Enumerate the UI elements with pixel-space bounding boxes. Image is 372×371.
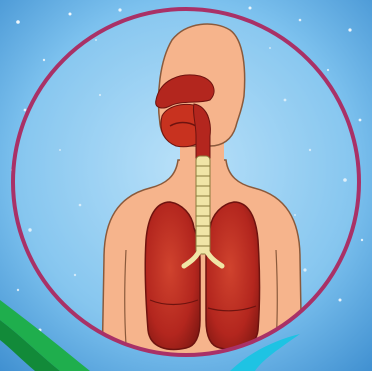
trachea xyxy=(196,156,210,254)
left-lung xyxy=(206,202,260,349)
right-lung xyxy=(145,202,200,349)
